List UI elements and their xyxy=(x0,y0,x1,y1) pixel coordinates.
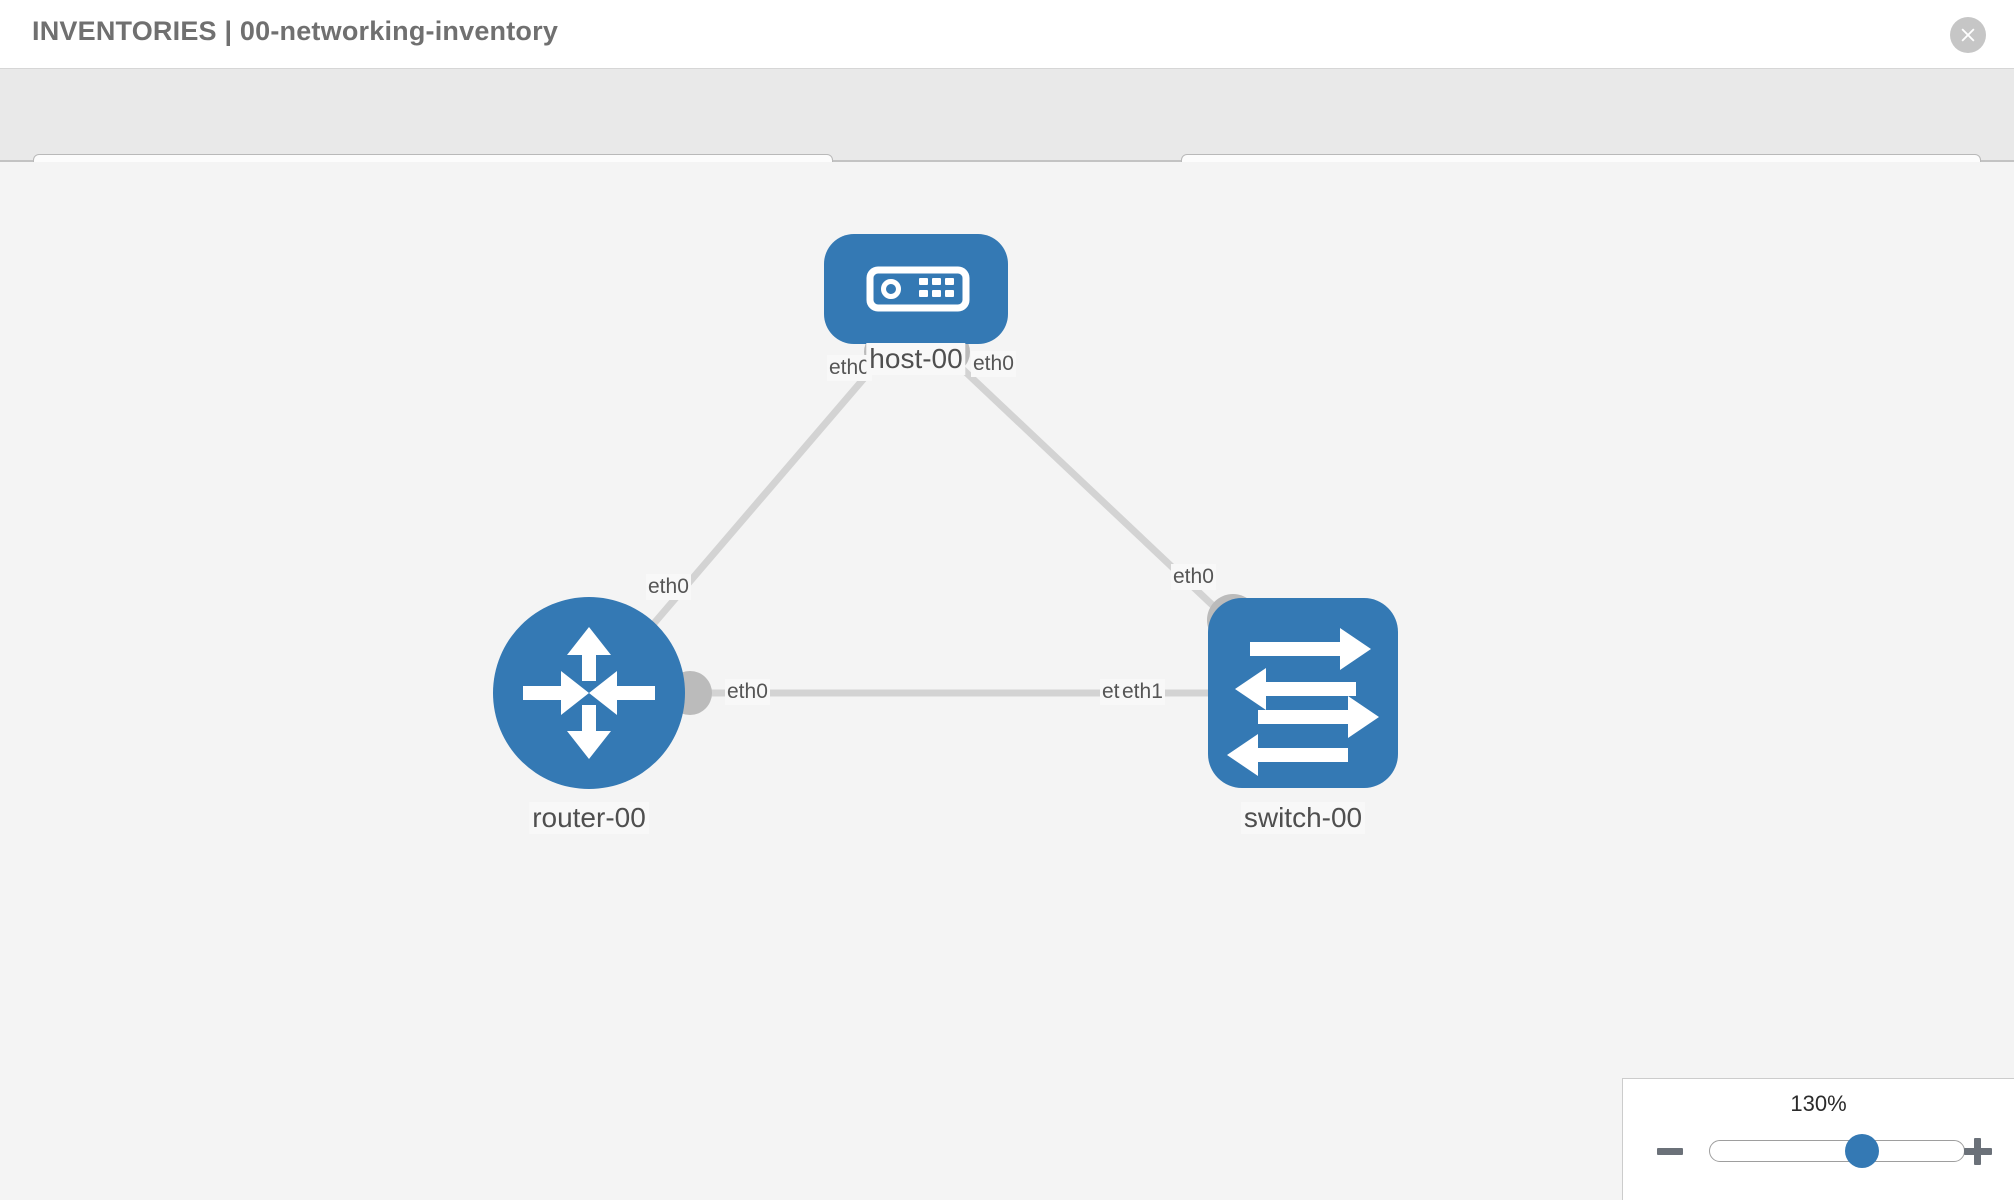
zoom-in-button[interactable] xyxy=(1964,1137,1992,1165)
toolbar: ACTIONS SEARCH xyxy=(0,68,2014,212)
zoom-slider-track[interactable] xyxy=(1709,1134,1965,1168)
node-router-00-hit[interactable] xyxy=(493,597,685,789)
node-router-00 xyxy=(493,597,685,789)
topology-edges xyxy=(611,359,1281,697)
node-host-00-hit[interactable] xyxy=(824,234,1008,344)
topology-connectors xyxy=(668,330,1260,715)
close-icon[interactable] xyxy=(1950,17,1986,53)
node-label-router-00: router-00 xyxy=(529,802,649,834)
node-label-host-00: host-00 xyxy=(866,343,966,375)
node-host-00 xyxy=(824,234,1008,344)
zoom-slider-thumb[interactable] xyxy=(1845,1134,1880,1168)
zoom-panel: 130% xyxy=(1622,1078,2014,1200)
node-label-switch-00: switch-00 xyxy=(1240,802,1366,834)
topology-canvas[interactable]: eth0 eth0 eth0 eth0 eth0 eth eth1 host-0… xyxy=(0,162,2014,1200)
zoom-out-button[interactable] xyxy=(1657,1137,1685,1165)
node-switch-00-hit[interactable] xyxy=(1208,598,1398,788)
zoom-controls-row xyxy=(1623,1129,2014,1173)
zoom-percent-label: 130% xyxy=(1790,1091,1847,1116)
page-header: INVENTORIES | 00-networking-inventory xyxy=(0,0,2014,68)
page-title: INVENTORIES | 00-networking-inventory xyxy=(32,16,559,46)
node-switch-00 xyxy=(1208,598,1398,788)
